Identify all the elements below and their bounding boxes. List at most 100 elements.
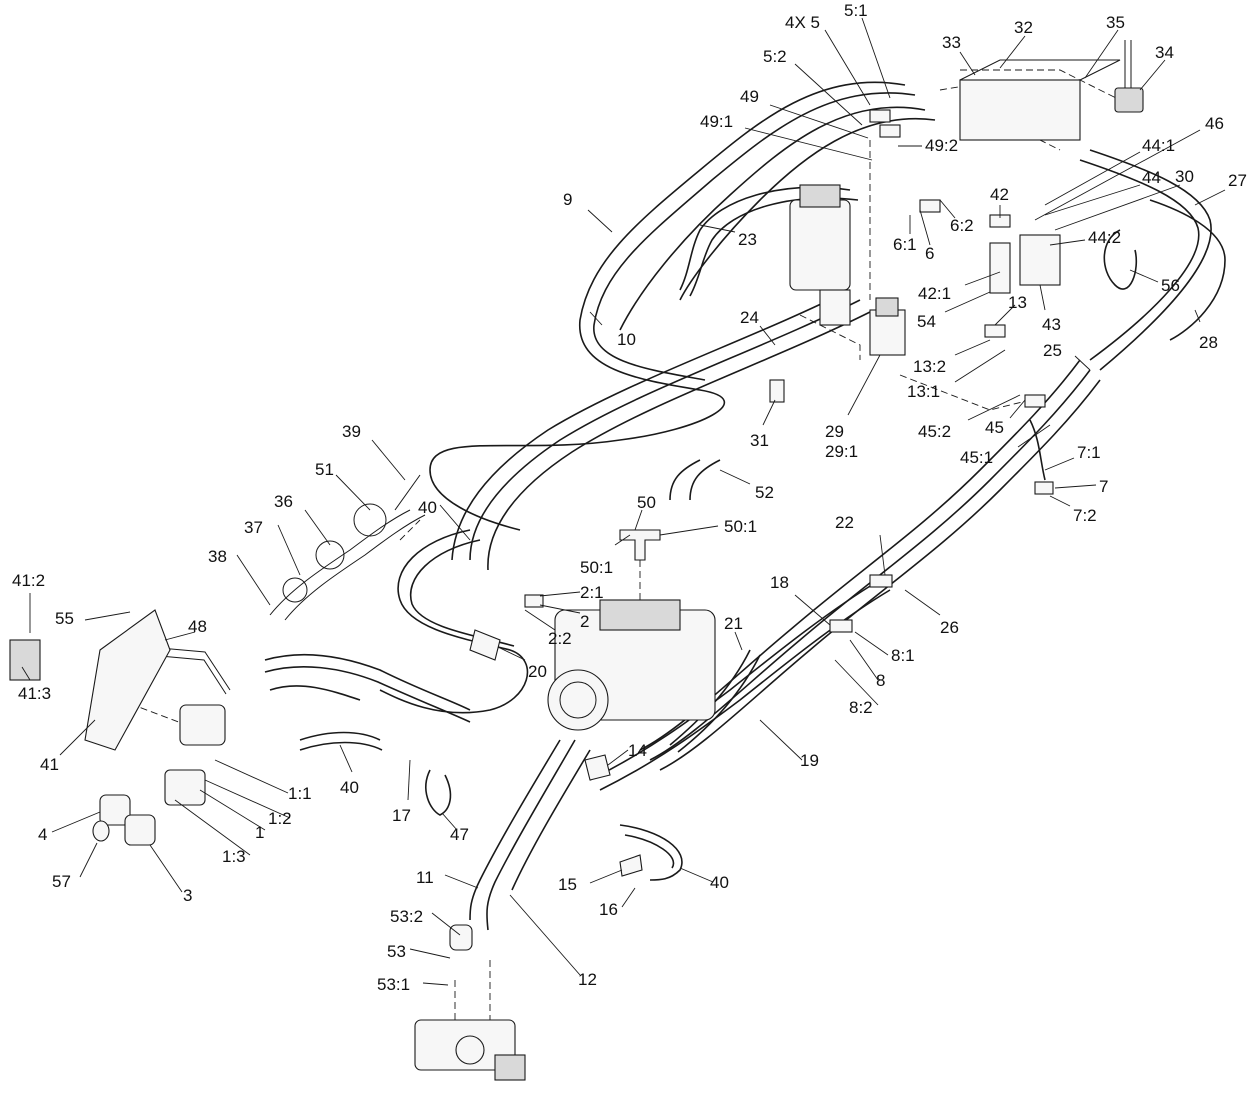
tee-block [1019,234,1061,286]
lower-valve-port [455,1035,485,1065]
callout-2-2: 2:2 [548,629,572,648]
callout-55: 55 [55,609,74,628]
fitting-2 [524,594,544,608]
callout-49-1: 49:1 [700,112,733,131]
callout-40c: 40 [710,873,729,892]
callout-45: 45 [985,418,1004,437]
callout-9: 9 [563,190,572,209]
callout-25: 25 [1043,341,1062,360]
callout-12: 12 [578,970,597,989]
callout-29-1: 29:1 [825,442,858,461]
callout-16: 16 [599,900,618,919]
pump-top-housing [599,599,681,631]
fitting-49 [879,124,901,138]
callout-44: 44 [1142,168,1161,187]
decal [9,639,41,681]
callout-42-1: 42:1 [918,284,951,303]
callout-39: 39 [342,422,361,441]
callout-34: 34 [1155,43,1174,62]
callout-30: 30 [1175,167,1194,186]
callout-44-1: 44:1 [1142,136,1175,155]
callout-23: 23 [738,230,757,249]
callout-51: 51 [315,460,334,479]
dust-plug [124,814,156,846]
callout-42: 42 [990,185,1009,204]
callout-21: 21 [724,614,743,633]
callout-40b: 40 [340,778,359,797]
callout-53-1: 53:1 [377,975,410,994]
callout-15: 15 [558,875,577,894]
upper-valve-actuator [799,184,841,208]
wear-guard [619,854,643,877]
hose-bracket [584,754,611,781]
elbow-53 [449,924,473,951]
dust-cap [99,794,131,826]
callout-48: 48 [188,617,207,636]
fitting-13 [984,324,1006,338]
callout-4x5: 4X 5 [785,13,820,32]
callout-1: 1 [255,823,264,842]
hose-lines [159,81,1226,931]
callout-13-1: 13:1 [907,382,940,401]
solenoid-block-coil [875,297,899,317]
callout-32: 32 [1014,18,1033,37]
callout-18: 18 [770,573,789,592]
callout-20: 20 [528,662,547,681]
callout-8-1: 8:1 [891,646,915,665]
callout-22: 22 [835,513,854,532]
callout-44-2: 44:2 [1088,228,1121,247]
components [9,40,1144,1081]
fitting-7 [1034,481,1054,495]
callout-13-2: 13:2 [913,357,946,376]
callout-26: 26 [940,618,959,637]
callout-14: 14 [628,741,647,760]
callout-53-2: 53:2 [390,907,423,926]
callout-47: 47 [450,825,469,844]
callout-28: 28 [1199,333,1218,352]
callout-5-2: 5:2 [763,47,787,66]
solenoid-block [869,309,906,356]
callout-5-1: 5:1 [844,1,868,20]
callout-35: 35 [1106,13,1125,32]
mounting-plate [84,609,171,751]
callout-41: 41 [40,755,59,774]
callout-43: 43 [1042,315,1061,334]
lower-valve-actuator [494,1054,526,1081]
callout-53: 53 [387,942,406,961]
callout-19: 19 [800,751,819,770]
callout-7: 7 [1099,477,1108,496]
assembly-guide-lines [119,69,1121,1030]
callout-38: 38 [208,547,227,566]
callout-31: 31 [750,431,769,450]
callout-6-2: 6:2 [950,216,974,235]
callout-40a: 40 [418,498,437,517]
callout-24: 24 [740,308,759,327]
callout-45-1: 45:1 [960,448,993,467]
callout-41-2: 41:2 [12,571,45,590]
tee-fitting [619,529,661,561]
callout-6: 6 [925,244,934,263]
fitting-45 [1024,394,1046,408]
callout-45-2: 45:2 [918,422,951,441]
quick-coupler-upper [179,704,226,746]
callout-50: 50 [637,493,656,512]
fitting-31 [769,379,785,403]
callout-56: 56 [1161,276,1180,295]
callout-54: 54 [917,312,936,331]
fitting-8 [829,619,853,633]
callout-11: 11 [416,868,434,887]
callout-49-2: 49:2 [925,136,958,155]
callout-37: 37 [244,518,263,537]
callout-41-3: 41:3 [18,684,51,703]
top-manifold-block [959,79,1081,141]
callout-1-2: 1:2 [268,809,292,828]
mounting-bracket [989,242,1011,294]
callout-labels: 4X 5 5:1 5:2 33 32 35 34 49 49:1 49:2 46… [12,1,1247,994]
callout-3: 3 [183,886,192,905]
callout-1-1: 1:1 [288,784,312,803]
callout-17: 17 [392,806,411,825]
leader-lines [21,17,1226,986]
upper-control-valve [789,199,851,291]
